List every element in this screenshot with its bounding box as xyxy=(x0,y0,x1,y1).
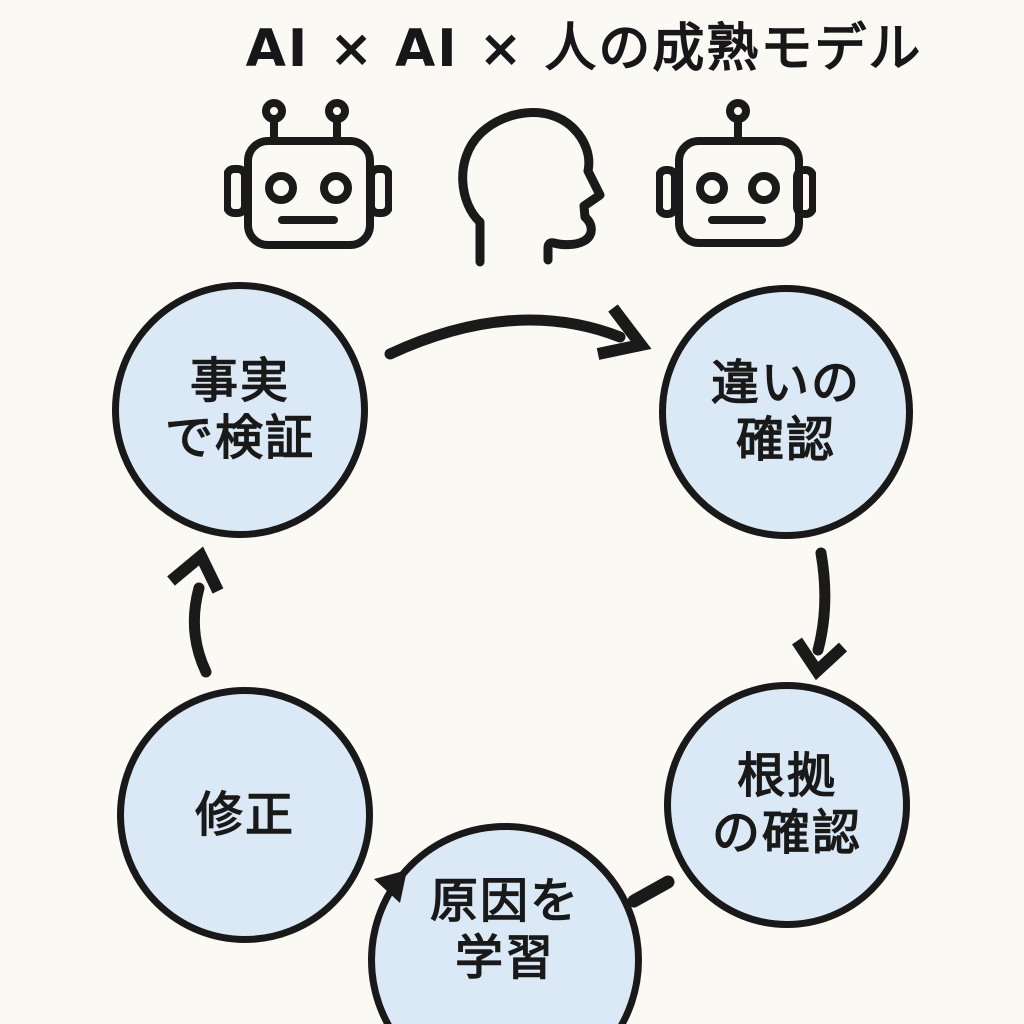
node-label-line: で検証 xyxy=(164,410,315,466)
diagram-title: AI × AI × 人の成熟モデル xyxy=(245,19,923,79)
robot-left-icon xyxy=(224,94,392,254)
node-label-line: 原因を xyxy=(429,873,580,930)
node-label-line: 学習 xyxy=(454,930,555,986)
cycle-node-check-differences: 違いの 確認 xyxy=(659,285,913,539)
cycle-node-check-evidence: 根拠 の確認 xyxy=(664,682,910,928)
arrow-top-icon xyxy=(384,304,652,360)
human-head-icon xyxy=(442,98,622,270)
arrow-left-icon xyxy=(167,546,224,678)
node-label-line: 根拠 xyxy=(736,748,837,805)
node-label-line: 修正 xyxy=(194,786,295,843)
node-label-line: の確認 xyxy=(711,805,862,861)
node-label-line: 事実 xyxy=(189,353,290,410)
cycle-node-learn-causes: 原因を 学習 xyxy=(368,823,642,1024)
cycle-node-verify-facts: 事実 で検証 xyxy=(112,282,368,538)
robot-right-icon xyxy=(656,94,816,252)
connector-bottom-right-icon xyxy=(627,875,675,908)
cycle-node-fix: 修正 xyxy=(117,687,373,943)
node-label-line: 違いの xyxy=(710,355,861,412)
arrow-right-icon xyxy=(792,547,848,681)
node-label-line: 確認 xyxy=(735,412,836,468)
